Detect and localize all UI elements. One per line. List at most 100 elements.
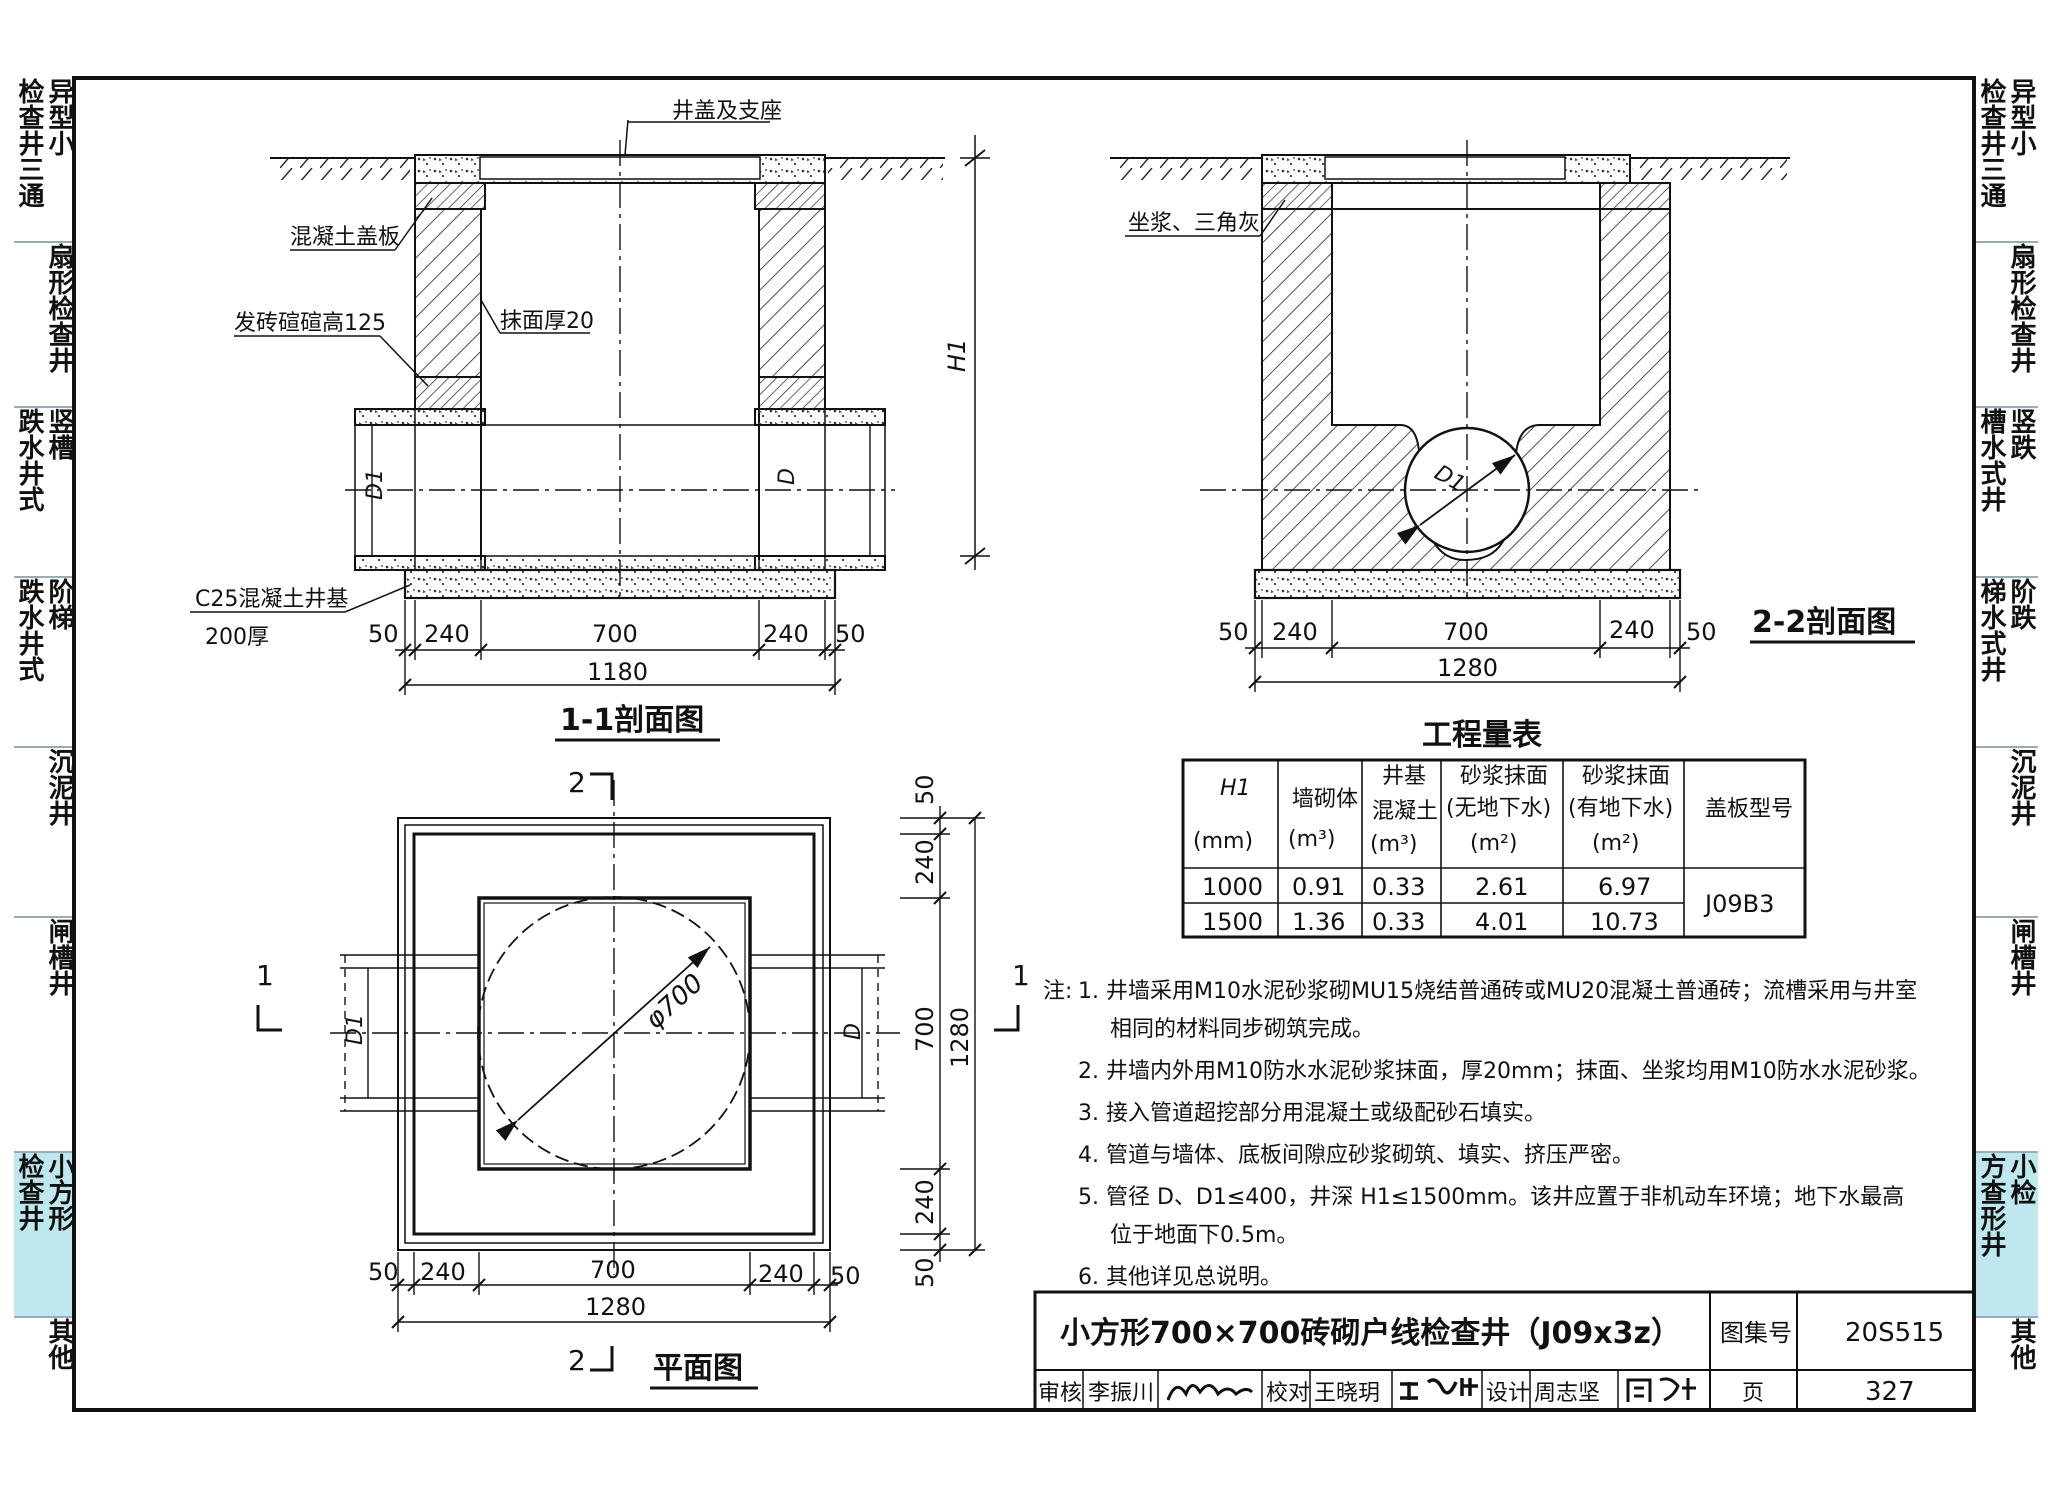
designer-signature (1626, 1377, 1696, 1402)
section-1-1-title: 1-1剖面图 (560, 703, 704, 738)
well-body-2-2 (1261, 208, 1671, 571)
tab-right-4[interactable]: 梯水式井阶跌 (1976, 578, 2038, 748)
tab-right-6[interactable]: 闸槽井 (1976, 918, 2038, 1153)
section-2-2: D1 坐浆、三角灰 50 240 700 240 50 1280 2-2剖面图 (1110, 140, 1915, 692)
plan-dim-right-240-top: 240 (911, 839, 939, 885)
tab-label: 异型小 (2006, 78, 2036, 156)
note-line-4: 3. 接入管道超挖部分用混凝土或级配砂石填实。 (1078, 1101, 1546, 1126)
reviewer-signature (1166, 1384, 1254, 1401)
tab-label: 方查形井 (1976, 1153, 2006, 1257)
tab-label: 检查井三通 (14, 78, 44, 208)
tab-left-5[interactable]: 沉泥井 (14, 748, 76, 918)
cell-r2-plaster-a: 4.01 (1475, 908, 1528, 936)
th-masonry: 墙砌体 (1292, 787, 1358, 812)
dim-d: D (775, 468, 800, 485)
tab-label: 小方形 (44, 1153, 74, 1231)
tab-label: 竖跌 (2006, 408, 2036, 460)
cell-r1-base: 0.33 (1372, 873, 1425, 901)
tab-label: 扇形检查井 (44, 243, 74, 373)
cell-r1-plaster-a: 2.61 (1475, 873, 1528, 901)
tab-left-6[interactable]: 闸槽井 (14, 918, 76, 1153)
cell-r1-plaster-b: 6.97 (1598, 873, 1651, 901)
cell-r2-h1: 1500 (1202, 908, 1263, 936)
th-plaster-a: 砂浆抹面 (1460, 764, 1548, 789)
dim-50-left: 50 (368, 620, 399, 648)
tab-label: 闸槽井 (44, 918, 74, 996)
tab-label: 阶跌 (2006, 578, 2036, 630)
tab-label: 扇形检查井 (2006, 243, 2036, 373)
page-number: 327 (1865, 1377, 1915, 1407)
note-line-8: 6. 其他详见总说明。 (1078, 1265, 1282, 1290)
tab-right-8[interactable]: 其他 (1976, 1318, 2038, 1488)
tab-label: 跌水井式 (14, 408, 44, 512)
drawing-title: 小方形700×700砖砌户线检查井（J09x3z） (1060, 1316, 1681, 1351)
section-1-1: 井盖及支座 混凝土盖板 发砖碹碹高125 抹面厚20 C25混凝土井基 200厚… (190, 99, 990, 742)
wall-right (758, 208, 826, 378)
tab-left-4[interactable]: 跌水井式阶梯 (14, 578, 76, 748)
label-base-thickness: 200厚 (205, 625, 269, 650)
tab-left-3[interactable]: 跌水井式竖槽 (14, 408, 76, 578)
dim-700: 700 (1443, 618, 1489, 646)
label-brick-arch: 发砖碹碹高125 (234, 311, 386, 336)
dim-50-left: 50 (1218, 618, 1249, 646)
dim-d1: D1 (363, 469, 388, 500)
tab-left-8[interactable]: 其他 (14, 1318, 76, 1488)
table-title: 工程量表 (1422, 718, 1542, 753)
notes-prefix: 注: (1043, 979, 1072, 1004)
note-line-6: 5. 管径 D、D1≤400，井深 H1≤1500mm。该井应置于非机动车环境；… (1078, 1185, 1904, 1210)
plan-dim-right-700: 700 (911, 1006, 939, 1052)
tab-label: 梯水式井 (1976, 578, 2006, 682)
tab-left-2[interactable]: 扇形检查井 (14, 243, 76, 408)
label-cover: 井盖及支座 (672, 99, 782, 124)
tab-right-3[interactable]: 槽水式井竖跌 (1976, 408, 2038, 578)
plan-dim-d1: D1 (343, 1014, 368, 1045)
tab-right-2[interactable]: 扇形检查井 (1976, 243, 2038, 408)
designer: 周志坚 (1534, 1381, 1600, 1406)
dim-50-right: 50 (1686, 618, 1717, 646)
dim-240-left: 240 (1272, 618, 1318, 646)
tab-label: 竖槽 (44, 408, 74, 460)
page-label: 页 (1742, 1381, 1764, 1406)
plan-dim-d: D (841, 1023, 866, 1040)
plan-dim-right-total: 1280 (946, 1007, 974, 1068)
cell-cover-model: J09B3 (1703, 890, 1774, 918)
tab-label: 跌水井式 (14, 578, 44, 682)
tab-label: 其他 (2006, 1318, 2036, 1370)
cell-r2-masonry: 1.36 (1292, 908, 1345, 936)
reviewer: 李振川 (1088, 1381, 1154, 1406)
th-plaster-a-unit: (m²) (1470, 831, 1517, 856)
tab-left-7[interactable]: 检查井小方形 (14, 1153, 76, 1318)
cut-2-bottom: 2 (568, 1344, 586, 1377)
dim-total: 1280 (1437, 654, 1498, 682)
cut-1-left: 1 (256, 959, 274, 992)
design-label: 设计 (1486, 1381, 1530, 1406)
dim-240-right: 240 (1609, 616, 1655, 644)
plan-dim-50-left: 50 (368, 1258, 399, 1286)
tab-right-5[interactable]: 沉泥井 (1976, 748, 2038, 918)
title-block: 小方形700×700砖砌户线检查井（J09x3z） 图集号 20S515 审核 … (1033, 1290, 1976, 1412)
th-plaster-b-2: (有地下水) (1568, 796, 1673, 821)
tab-label: 其他 (44, 1318, 74, 1370)
dim-700: 700 (592, 620, 638, 648)
cut-2-top: 2 (568, 766, 586, 799)
th-cover: 盖板型号 (1705, 797, 1793, 822)
th-plaster-a-2: (无地下水) (1446, 796, 1551, 821)
tab-right-1[interactable]: 检查井三通异型小 (1976, 78, 2038, 243)
dim-50-right: 50 (835, 620, 866, 648)
tab-label: 检查井三通 (1976, 78, 2006, 208)
plan-dim-total: 1280 (585, 1293, 646, 1321)
plan-title: 平面图 (653, 1351, 743, 1386)
tab-left-1[interactable]: 检查井三通异型小 (14, 78, 76, 243)
wall-left (414, 208, 482, 378)
tab-label: 检查井 (14, 1153, 44, 1231)
tab-label: 槽水式井 (1976, 408, 2006, 512)
cell-r1-h1: 1000 (1202, 873, 1263, 901)
tab-right-7[interactable]: 方查形井小检 (1976, 1153, 2038, 1318)
plan-dim-50-right: 50 (830, 1262, 861, 1290)
plan-dim-240-right: 240 (758, 1260, 804, 1288)
cell-r2-plaster-b: 10.73 (1590, 908, 1659, 936)
section-2-2-title: 2-2剖面图 (1752, 605, 1896, 640)
tab-label: 异型小 (44, 78, 74, 156)
atlas-number: 20S515 (1845, 1318, 1944, 1348)
